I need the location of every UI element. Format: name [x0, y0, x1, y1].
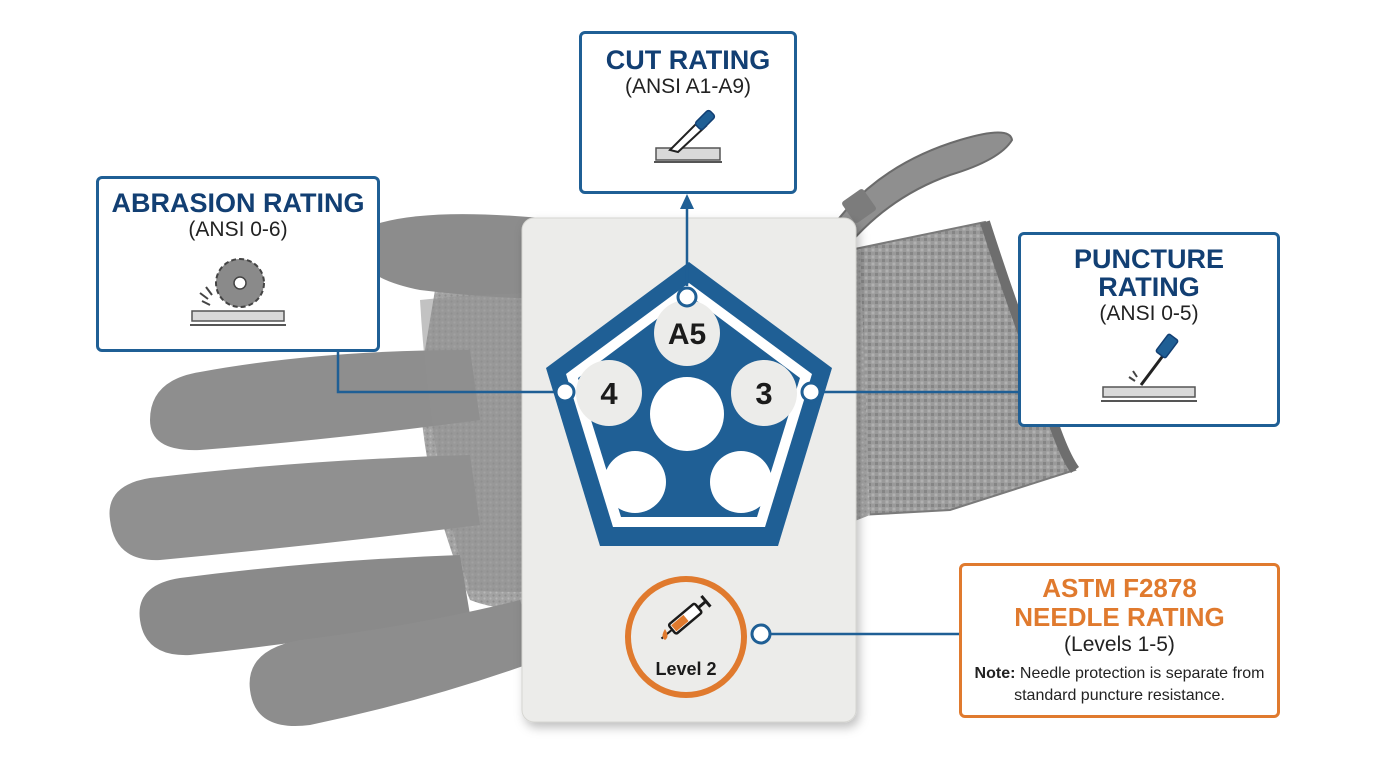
cut-rating-value: A5 — [668, 318, 706, 351]
note-text: Needle protection is separate from stand… — [1014, 665, 1265, 704]
empty-rating-circle-left — [604, 451, 666, 513]
saw-blade-icon — [190, 258, 286, 326]
cut-rating-title: CUT RATING — [605, 45, 771, 75]
needle-rating-standard: (Levels 1-5) — [1064, 633, 1175, 656]
puncture-rating-standard: (ANSI 0-5) — [1099, 302, 1199, 325]
blood-drop-icon — [662, 629, 668, 640]
needle-rating-callout: ASTM F2878 NEEDLE RATING (Levels 1-5) No… — [959, 563, 1280, 718]
probe-icon — [1101, 333, 1197, 402]
cut-rating-callout: CUT RATING (ANSI A1-A9) — [579, 31, 797, 194]
empty-rating-circle-right — [710, 451, 772, 513]
puncture-rating-callout: PUNCTURE RATING (ANSI 0-5) — [1018, 232, 1280, 427]
cut-rating-circle — [654, 300, 720, 366]
puncture-rating-circle — [731, 360, 797, 426]
abrasion-rating-circle — [576, 360, 642, 426]
abrasion-rating-value: 4 — [600, 376, 618, 411]
cut-rating-standard: (ANSI A1-A9) — [624, 75, 752, 98]
needle-level-text: Level 2 — [655, 659, 716, 679]
abrasion-rating-standard: (ANSI 0-6) — [188, 218, 288, 241]
puncture-rating-title-line1: PUNCTURE — [1073, 244, 1224, 274]
zip-tie — [813, 131, 1014, 264]
rating-pentagon: A5 4 3 — [546, 262, 832, 546]
note-label: Note: — [974, 665, 1016, 682]
puncture-rating-title-line2: RATING — [1098, 272, 1200, 302]
center-circle — [650, 377, 724, 451]
knife-icon — [654, 109, 722, 163]
abrasion-rating-callout: ABRASION RATING (ANSI 0-6) — [96, 176, 380, 352]
abrasion-rating-title: ABRASION RATING — [111, 188, 365, 218]
needle-rating-title-line2: NEEDLE RATING — [1014, 602, 1225, 632]
needle-rating-note: Note: Needle protection is separate from… — [962, 663, 1277, 707]
needle-badge: Level 2 — [625, 576, 747, 698]
puncture-rating-value: 3 — [755, 376, 772, 411]
needle-rating-title-line1: ASTM F2878 — [1042, 573, 1197, 603]
